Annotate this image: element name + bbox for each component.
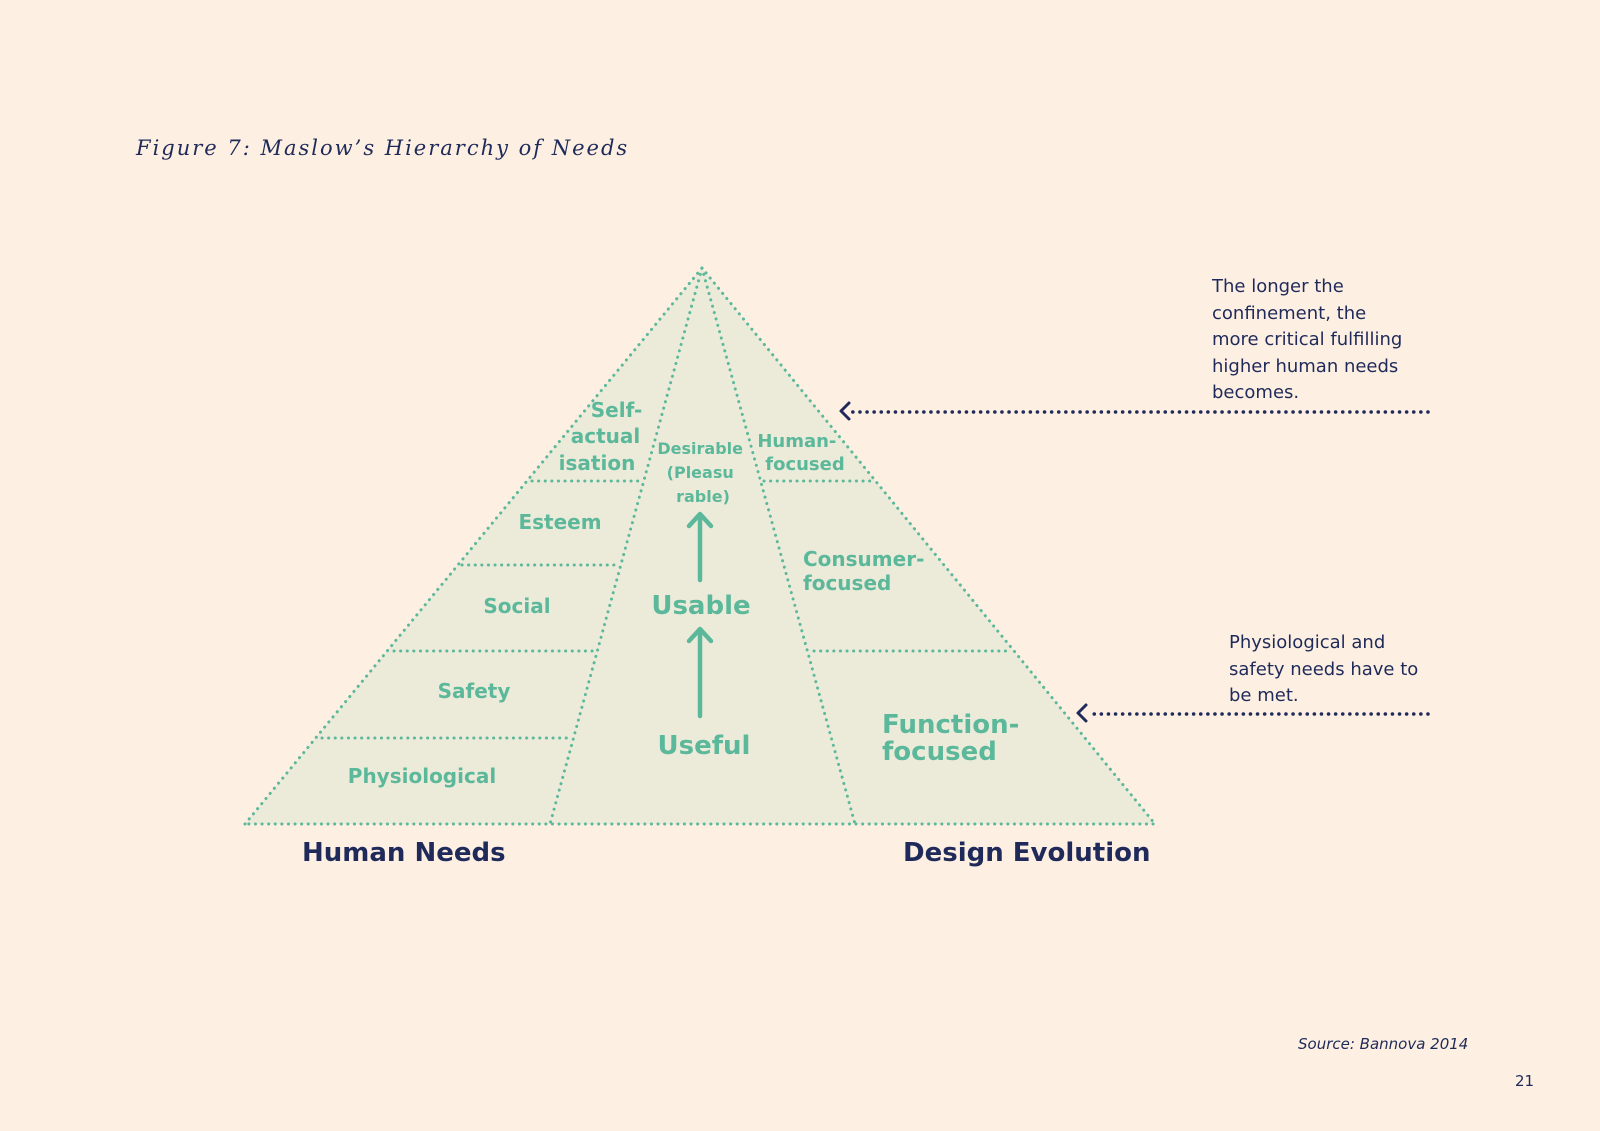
label-physiological: Physiological bbox=[348, 764, 496, 788]
label-self-actualisation-line2: actual bbox=[571, 424, 641, 448]
label-function-focused-line2: focused bbox=[882, 737, 997, 767]
annotation-basic-needs-note: Physiological and safety needs have to b… bbox=[1229, 632, 1419, 706]
annotation-confinement-note: The longer the confinement, the more cri… bbox=[1212, 276, 1403, 403]
label-usable: Usable bbox=[651, 591, 750, 621]
label-useful: Useful bbox=[658, 731, 751, 761]
axis-label-human-needs: Human Needs bbox=[302, 838, 506, 868]
label-safety: Safety bbox=[438, 679, 511, 703]
label-desirable: Desirable (Pleasu rable) bbox=[657, 439, 748, 506]
label-self-actualisation-line3: isation bbox=[559, 451, 636, 475]
arrow-up-head-upper bbox=[686, 511, 714, 529]
label-function-focused-line1: Function- bbox=[882, 710, 1019, 740]
label-desirable-line1: Desirable bbox=[657, 439, 743, 458]
label-desirable-line2: (Pleasu bbox=[667, 463, 734, 482]
source-citation: Source: Bannova 2014 bbox=[1298, 1035, 1469, 1053]
label-desirable-line3: rable) bbox=[676, 487, 730, 506]
label-consumer-focused-line2: focused bbox=[803, 571, 891, 595]
left-section-divider bbox=[548, 266, 704, 826]
bottom-arrowhead-icon bbox=[1076, 703, 1088, 723]
label-social: Social bbox=[483, 594, 550, 618]
figure-caption: Figure 7: Maslow’s Hierarchy of Needs bbox=[136, 136, 630, 160]
label-self-actualisation: Self- actual isation bbox=[559, 398, 650, 475]
label-consumer-focused-line1: Consumer- bbox=[803, 547, 924, 571]
label-human-focused: Human- focused bbox=[757, 431, 844, 475]
label-consumer-focused: Consumer- focused bbox=[803, 547, 931, 595]
axis-label-design-evolution: Design Evolution bbox=[903, 838, 1151, 868]
label-human-focused-line2: focused bbox=[765, 454, 845, 475]
top-arrowhead-icon bbox=[839, 401, 851, 421]
label-self-actualisation-line1: Self- bbox=[591, 398, 642, 422]
label-esteem: Esteem bbox=[518, 510, 601, 534]
label-function-focused: Function- focused bbox=[882, 710, 1028, 767]
arrow-up-head-lower bbox=[686, 626, 714, 644]
label-human-focused-line1: Human- bbox=[757, 431, 836, 452]
right-section-divider bbox=[700, 266, 857, 826]
page-number: 21 bbox=[1515, 1072, 1535, 1090]
